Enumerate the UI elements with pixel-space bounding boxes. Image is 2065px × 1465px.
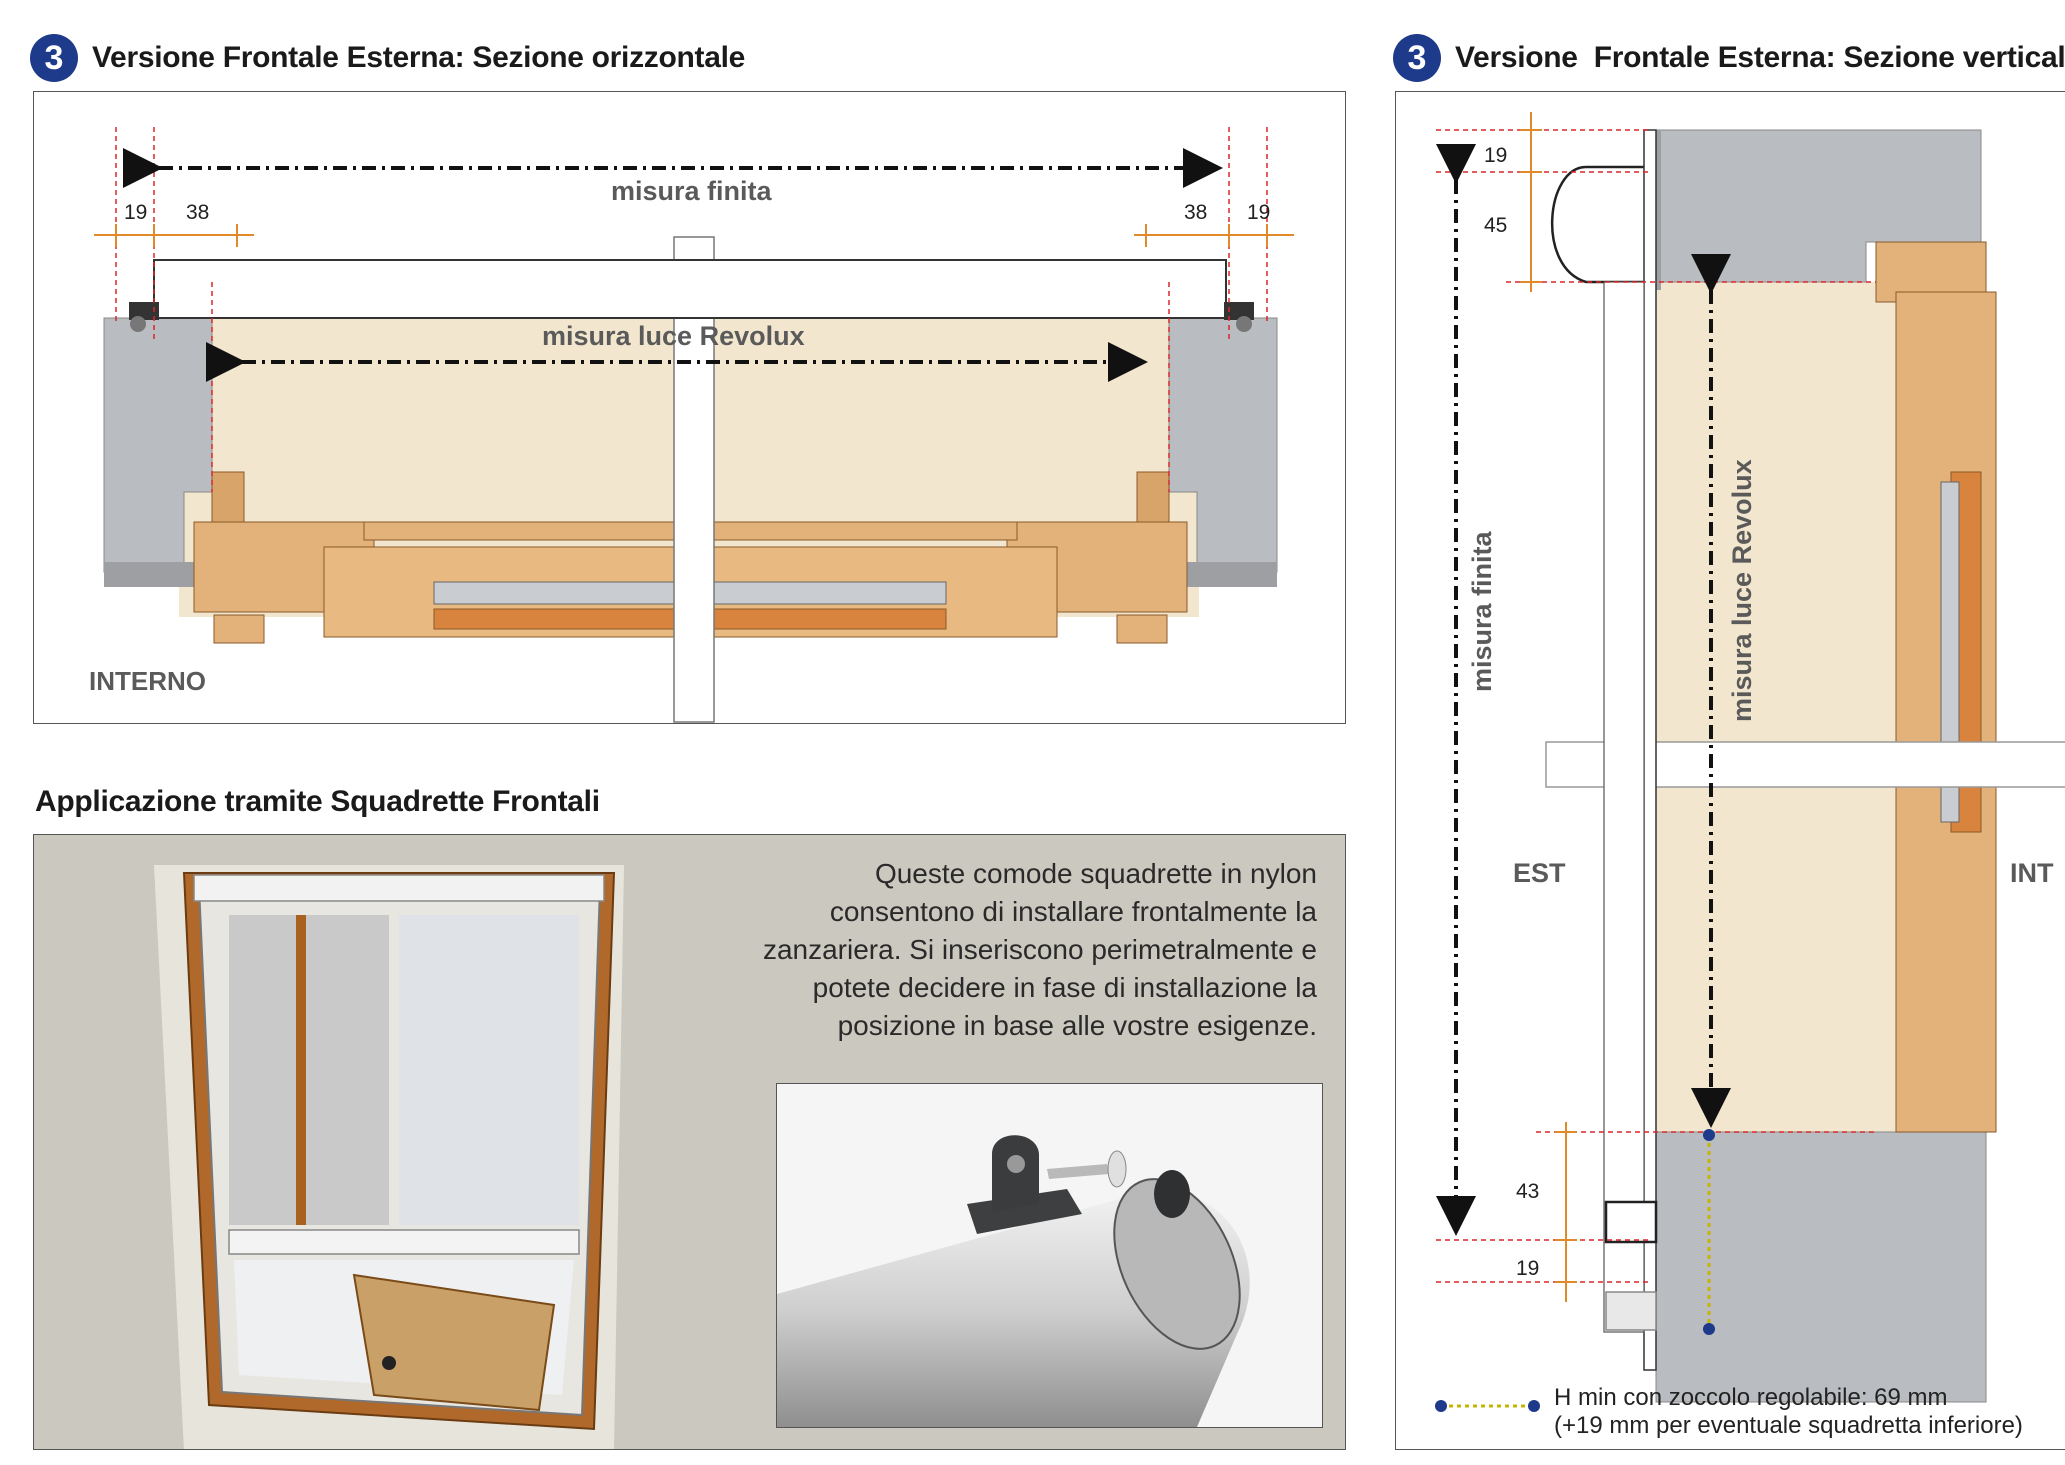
screw-shank (1047, 1164, 1109, 1179)
bracket-hole (1007, 1155, 1025, 1173)
application-photo-panel: Queste comode squadrette in nylon consen… (33, 834, 1346, 1450)
glass-v (1940, 481, 1960, 823)
horizontal-section-heading: 3 Versione Frontale Esterna: Sezione ori… (30, 34, 745, 82)
mesh-panel-left (229, 915, 389, 1225)
label-light-measure: misura luce Revolux (542, 321, 805, 351)
label-light-measure-v: misura luce Revolux (1727, 459, 1757, 722)
plug (1154, 1170, 1190, 1218)
vertical-section-title: Versione Frontale Esterna: Sezione verti… (1455, 41, 2065, 74)
dim-left-19: 19 (124, 201, 147, 224)
horizontal-section-title: Versione Frontale Esterna: Sezione orizz… (92, 41, 746, 74)
screen-bottom-bar (228, 1229, 580, 1255)
label-finished-measure: misura finita (611, 176, 773, 206)
application-title: Applicazione tramite Squadrette Frontali (35, 785, 600, 818)
right-screw (1236, 316, 1252, 332)
dim-right-19: 19 (1247, 201, 1270, 224)
application-description: Queste comode squadrette in nylon consen… (762, 858, 1317, 1041)
screw-head (1107, 1150, 1127, 1188)
vertical-section-diagram: 19 45 43 19 misura finita misura luce Re… (1395, 91, 2065, 1450)
dim-right-38: 38 (1184, 201, 1207, 224)
section-number-badge: 3 (30, 34, 78, 82)
right-sill (1116, 614, 1168, 644)
left-screw (130, 316, 146, 332)
dim-bottom-43: 43 (1516, 1180, 1539, 1203)
roller-box-v (1551, 165, 1648, 284)
right-bracket (1224, 302, 1254, 320)
label-finished-measure-v: misura finita (1467, 530, 1497, 692)
bottom-bar-v (1604, 1200, 1658, 1244)
section-number-badge-right: 3 (1393, 34, 1441, 82)
label-exterior: EST (1513, 858, 1566, 888)
open-sash (352, 1273, 556, 1412)
bottom-plinth-v (1605, 1291, 1657, 1331)
dim-top-19: 19 (1484, 144, 1507, 167)
left-sill (213, 614, 265, 644)
roller-profile (153, 259, 1227, 319)
bracket-closeup-drawing (777, 1084, 1322, 1427)
min-height-note: H min con zoccolo regolabile: 69 mm (+19… (1554, 1384, 2023, 1440)
left-bracket (129, 302, 159, 320)
label-interior: INTERNO (89, 666, 206, 696)
bracket-closeup (776, 1083, 1323, 1428)
dim-top-45: 45 (1484, 214, 1507, 237)
vertical-section-drawing: 19 45 43 19 misura finita misura luce Re… (1435, 112, 2065, 1412)
tube-end-cap (1113, 1178, 1241, 1350)
horizontal-section-diagram: 19 38 38 19 misura finita misura luce Re… (33, 91, 1346, 724)
label-interior-v: INT (2010, 858, 2054, 888)
dim-left-38: 38 (186, 201, 209, 224)
glass-panel-right (399, 915, 579, 1225)
guide-rail-v (1643, 129, 1657, 1371)
min-height-note-line1: H min con zoccolo regolabile: 69 mm (1554, 1384, 1948, 1411)
pull-handle (382, 1356, 396, 1370)
dim-bottom-19: 19 (1516, 1257, 1539, 1280)
screen-profile-v (1603, 281, 1645, 1333)
roller-top-bar (193, 874, 605, 902)
min-height-note-line2: (+19 mm per eventuale squadretta inferio… (1554, 1412, 2023, 1439)
horizontal-section-drawing: 19 38 38 19 misura finita misura luce Re… (89, 127, 1294, 723)
vertical-section-heading: 3 Versione Frontale Esterna: Sezione ver… (1393, 34, 2065, 82)
bracket-tab (992, 1135, 1039, 1212)
sill-concrete (1655, 1131, 1987, 1403)
